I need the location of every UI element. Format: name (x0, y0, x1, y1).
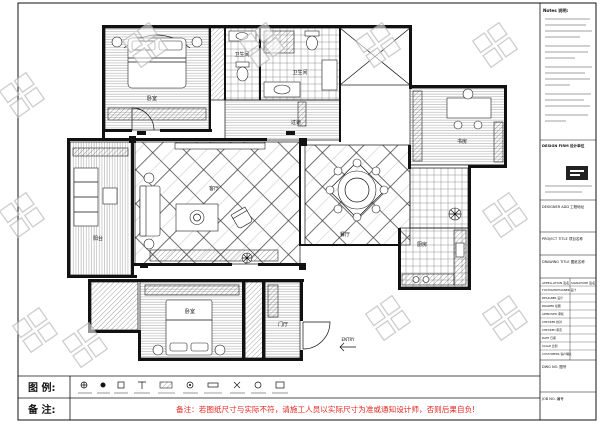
room-label-foyer: 门厅 (278, 321, 288, 328)
plant (241, 252, 253, 264)
shoe-cabinet (267, 284, 279, 318)
room-label-study: 书房 (457, 138, 467, 145)
watermark (0, 21, 529, 369)
bedroom-2-wardrobe (144, 284, 240, 296)
wardrobe (107, 107, 207, 121)
floor-plan: 卧室 卫生间 卫生间 过道 书房 客厅 阳台 餐厅 厨房 卧室 门厅 ENTRY (67, 25, 507, 361)
title-block: Notes 说明: DESIGN FIRM 设计单位 (540, 7, 596, 401)
section-tag (140, 264, 148, 268)
bed-2 (152, 299, 226, 356)
sign-off-row: APPROVED 审核 (542, 312, 564, 316)
closet-2 (90, 281, 139, 331)
sign-off-row: DRAWER 绘图 (542, 304, 561, 308)
living-room-floor (134, 141, 301, 265)
room-label-entry: ENTRY (342, 337, 355, 342)
appellation-label: APPELLATION 签名 (542, 280, 569, 285)
sign-off-rows: TOCHIGHDESIGNER 设计 DESIGNER 设计 DRAWER 绘图… (540, 285, 596, 356)
kitchen-counter (401, 229, 467, 286)
sign-off-row: SCALE 比例 (542, 344, 558, 348)
legend-label: 图 例: (28, 381, 55, 394)
room-label-bath-1: 卫生间 (234, 51, 249, 58)
dwg-no-label: DWG NO. 图号 (542, 364, 567, 369)
corridor-cabinet (297, 101, 307, 127)
remarks-label: 备 注: (27, 403, 55, 416)
entry-arrow-icon (339, 342, 356, 352)
section-tag (286, 131, 295, 135)
armchair (230, 206, 253, 229)
bedroom-door (131, 107, 155, 131)
firm-logo (545, 166, 592, 193)
study-desk (412, 88, 504, 163)
room-label-master-bedroom: 卧室 (147, 95, 157, 102)
notes-heading: Notes 说明: (543, 7, 569, 14)
sign-off-row: DESIGNER 设计 (542, 296, 563, 300)
living-top-cabinet (174, 142, 266, 150)
project-title-label: PROJECT TITLE 项目名称 (542, 236, 583, 241)
drawing-title-label: DRAWING TITLE 图纸名称 (542, 259, 585, 264)
closet-strip (209, 27, 226, 101)
nook-plant (448, 207, 462, 221)
legend-symbols (78, 381, 288, 394)
room-label-bedroom-2: 卧室 (185, 308, 195, 315)
job-no-label: JOB NO. 编号 (541, 396, 564, 401)
side-nook-floor (409, 167, 469, 229)
room-label-corridor: 过道 (291, 119, 301, 126)
legend-row: 图 例: (28, 381, 288, 394)
notes-text-lines (545, 18, 592, 122)
room-label-bath-2: 卫生间 (292, 69, 307, 76)
living-sofa (139, 172, 161, 250)
entrance (302, 321, 356, 352)
address-label: DESIGNER ADD 工程地址 (542, 204, 585, 209)
room-label-balcony: 阳台 (93, 235, 103, 242)
sign-off-row: TOCHIGHDESIGNER 设计 (541, 288, 576, 292)
design-firm-label: DESIGN FIRM 设计单位 (542, 143, 585, 148)
remarks-row: 备 注: 备注：若图纸尺寸与实际不符，请施工人员以实际尺寸为准或通知设计师，否则… (27, 403, 475, 416)
section-tag (137, 131, 146, 135)
room-label-kitchen: 厨房 (417, 241, 427, 248)
tv-cabinet (149, 249, 279, 262)
sheet-frame (17, 2, 597, 421)
sign-off-row: DATE 日期 (542, 336, 556, 340)
dining-set (325, 158, 389, 222)
sign-off-row: CUSTOMERS 客户确认 (542, 352, 572, 356)
coffee-table (175, 203, 219, 232)
room-label-dining: 餐厅 (340, 231, 350, 238)
sign-off-row: CHECKED 审定 (542, 328, 562, 332)
balcony-seating (72, 147, 129, 227)
remarks-note: 备注：若图纸尺寸与实际不符，请施工人员以实际尺寸为准或通知设计师，否则后果自负! (176, 404, 475, 414)
signature-label: SIGNATURE 签名 (571, 280, 595, 285)
corridor-floor (224, 99, 341, 141)
sign-off-row: CHECKER 校对 (542, 320, 562, 324)
room-label-living: 客厅 (209, 185, 219, 192)
